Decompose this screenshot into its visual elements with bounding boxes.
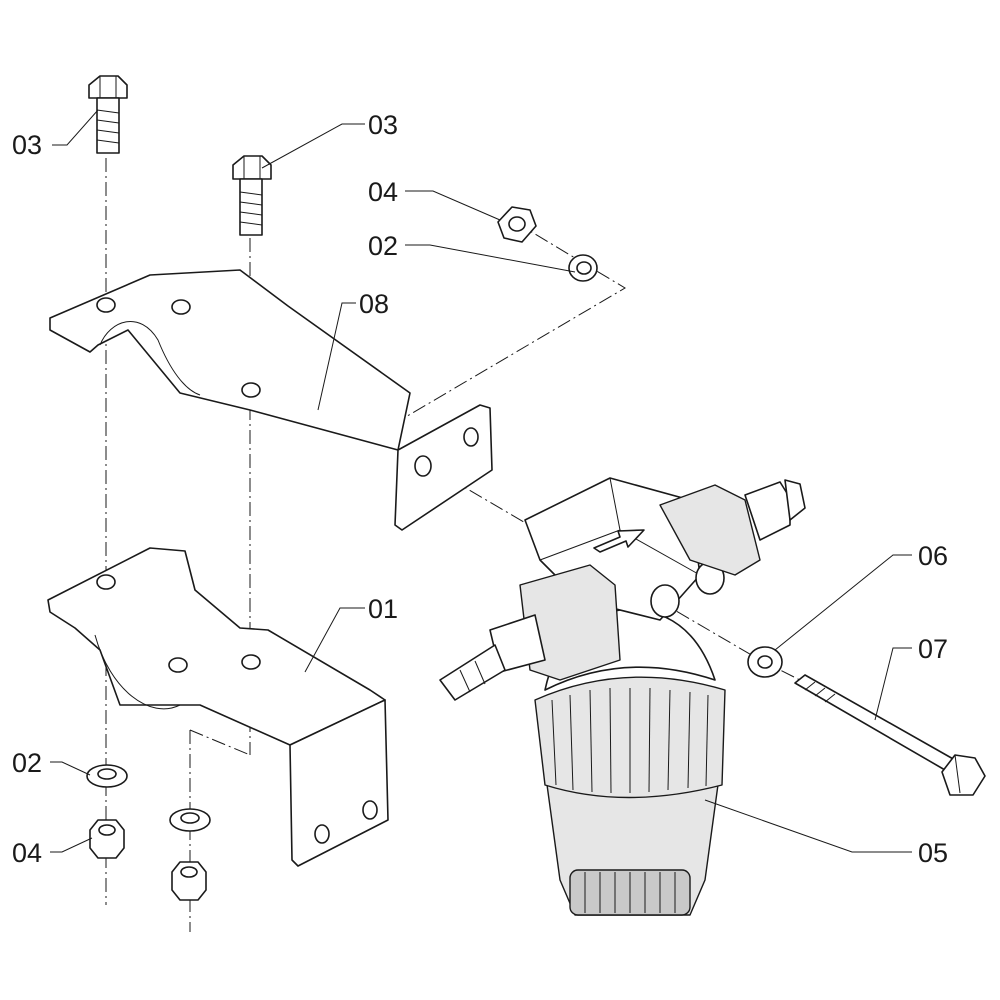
callout-06: 06 [918,541,948,571]
hex-nut-icon [497,206,537,243]
callout-03-middle: 03 [368,110,398,140]
callout-01: 01 [368,594,398,624]
hex-bolt-icon [232,155,272,236]
flat-washer-icon [747,646,783,678]
hex-bolt-icon [88,75,128,154]
spring-washer-icon [86,764,128,788]
callout-04-top: 04 [368,177,398,207]
leader-lines [50,109,912,853]
callout-labels: 03 03 04 02 08 01 02 04 06 07 05 [12,110,948,868]
bracket-icon [47,547,389,867]
hex-nut-icon [171,861,207,901]
callout-03-left: 03 [12,130,42,160]
callout-05: 05 [918,838,948,868]
callout-02-top: 02 [368,231,398,261]
bracket-icon [49,269,493,531]
flow-arrow-icon [593,529,645,553]
callout-08: 08 [359,289,389,319]
callout-02-bottom: 02 [12,748,42,778]
spring-washer-icon [169,808,211,832]
callout-07: 07 [918,634,948,664]
callout-04-bottom: 04 [12,838,42,868]
filter-icon [439,477,806,916]
hex-nut-icon [89,819,125,859]
spring-washer-icon [568,254,598,282]
hex-bolt-icon [794,674,986,796]
